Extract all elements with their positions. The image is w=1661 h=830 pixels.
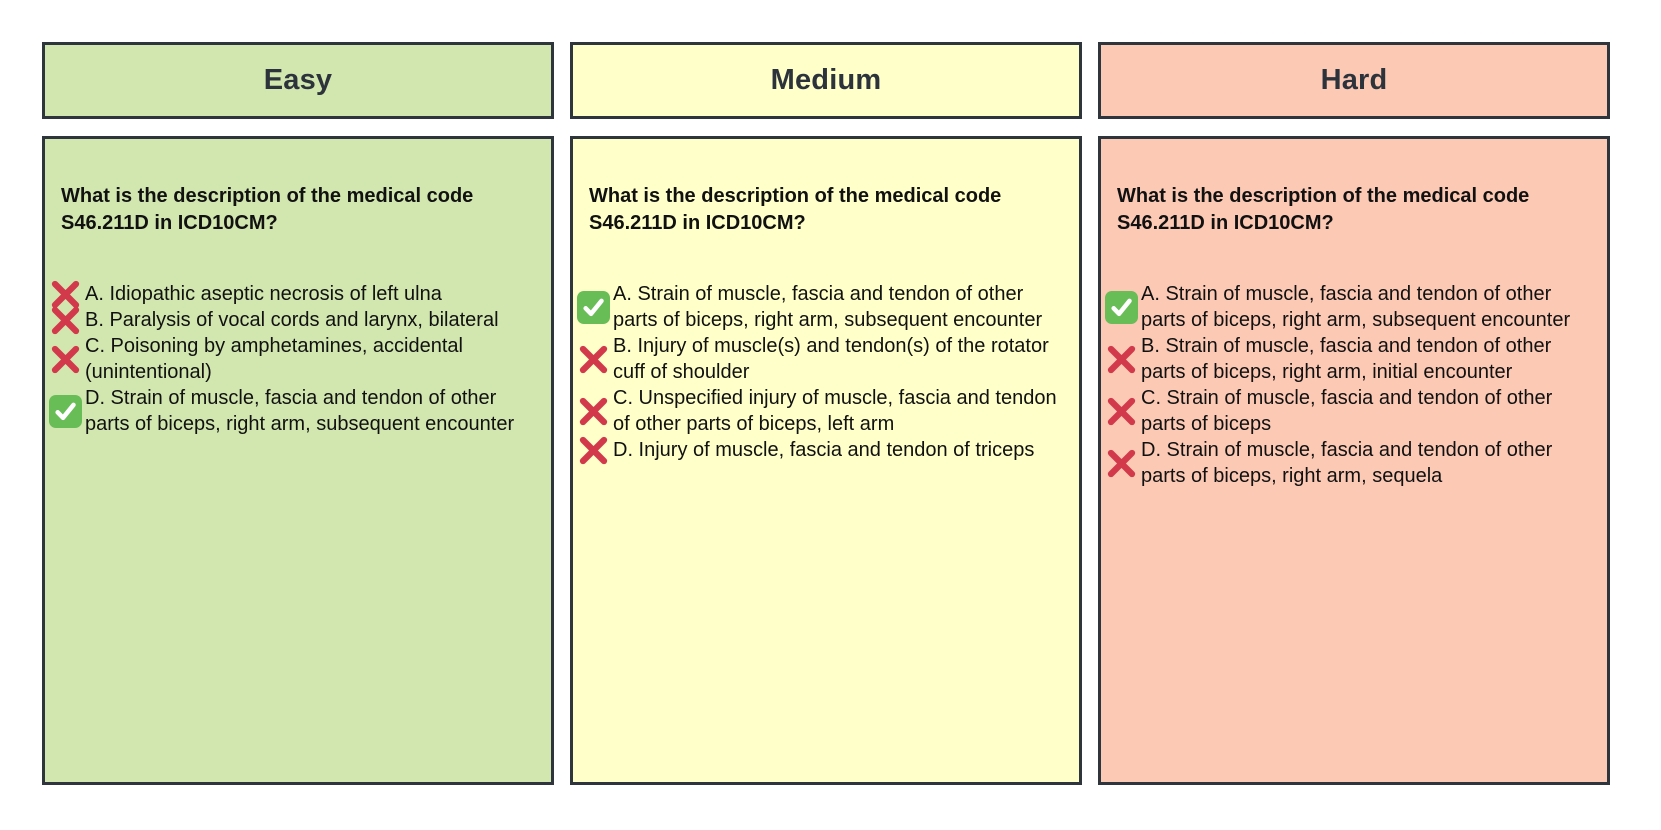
answer-option-text: C. Poisoning by amphetamines, accidental… <box>85 335 463 383</box>
cross-icon <box>1107 449 1135 477</box>
cross-icon <box>51 306 79 334</box>
answer-options: A. Strain of muscle, fascia and tendon o… <box>1101 281 1607 489</box>
answer-mark <box>45 345 85 373</box>
answer-option-text: D. Strain of muscle, fascia and tendon o… <box>1141 439 1553 487</box>
answer-option-text: B. Injury of muscle(s) and tendon(s) of … <box>613 335 1049 383</box>
answer-option-text: B. Paralysis of vocal cords and larynx, … <box>85 309 499 331</box>
cross-icon <box>51 345 79 373</box>
answer-option: D. Strain of muscle, fascia and tendon o… <box>1101 437 1595 489</box>
answer-option: A. Strain of muscle, fascia and tendon o… <box>1101 281 1595 333</box>
answer-options: A. Idiopathic aseptic necrosis of left u… <box>45 280 551 437</box>
answer-mark <box>1101 290 1141 324</box>
answer-option: C. Unspecified injury of muscle, fascia … <box>573 385 1067 437</box>
answer-mark <box>573 397 613 425</box>
answer-option: A. Strain of muscle, fascia and tendon o… <box>573 281 1067 333</box>
answer-mark <box>1101 397 1141 425</box>
check-icon <box>48 394 82 428</box>
header-easy: Easy <box>42 42 554 119</box>
easy-card: What is the description of the medical c… <box>42 136 554 785</box>
answer-option: D. Strain of muscle, fascia and tendon o… <box>45 385 539 437</box>
answer-option-text: D. Strain of muscle, fascia and tendon o… <box>85 387 515 435</box>
cross-icon <box>51 280 79 308</box>
answer-mark <box>573 290 613 324</box>
answer-options: A. Strain of muscle, fascia and tendon o… <box>573 281 1079 464</box>
hard-card: What is the description of the medical c… <box>1098 136 1610 785</box>
answer-option: A. Idiopathic aseptic necrosis of left u… <box>45 280 539 308</box>
answer-option-text: A. Idiopathic aseptic necrosis of left u… <box>85 283 442 305</box>
answer-option: B. Paralysis of vocal cords and larynx, … <box>45 306 539 334</box>
answer-mark <box>45 394 85 428</box>
check-icon <box>1104 290 1138 324</box>
medium-card: What is the description of the medical c… <box>570 136 1082 785</box>
answer-mark <box>573 436 613 464</box>
answer-option: C. Poisoning by amphetamines, accidental… <box>45 333 539 385</box>
answer-option-text: D. Injury of muscle, fascia and tendon o… <box>613 439 1035 461</box>
answer-option: B. Injury of muscle(s) and tendon(s) of … <box>573 333 1067 385</box>
question-text: What is the description of the medical c… <box>1117 185 1530 234</box>
answer-option-text: C. Unspecified injury of muscle, fascia … <box>613 387 1057 435</box>
cross-icon <box>1107 345 1135 373</box>
header-hard-label: Hard <box>1320 64 1388 96</box>
answer-option-text: A. Strain of muscle, fascia and tendon o… <box>1141 283 1571 331</box>
check-icon <box>576 290 610 324</box>
question-text: What is the description of the medical c… <box>61 185 474 234</box>
cross-icon <box>579 397 607 425</box>
answer-mark <box>45 306 85 334</box>
answer-mark <box>1101 449 1141 477</box>
cross-icon <box>579 345 607 373</box>
question-text: What is the description of the medical c… <box>589 185 1002 234</box>
answer-option: C. Strain of muscle, fascia and tendon o… <box>1101 385 1595 437</box>
answer-option-text: B. Strain of muscle, fascia and tendon o… <box>1141 335 1552 383</box>
header-hard: Hard <box>1098 42 1610 119</box>
answer-mark <box>1101 345 1141 373</box>
answer-mark <box>45 280 85 308</box>
cross-icon <box>579 436 607 464</box>
header-medium-label: Medium <box>770 64 882 96</box>
header-easy-label: Easy <box>263 64 333 96</box>
answer-option: B. Strain of muscle, fascia and tendon o… <box>1101 333 1595 385</box>
answer-mark <box>573 345 613 373</box>
cross-icon <box>1107 397 1135 425</box>
answer-option: D. Injury of muscle, fascia and tendon o… <box>573 436 1067 464</box>
answer-option-text: C. Strain of muscle, fascia and tendon o… <box>1141 387 1553 435</box>
answer-option-text: A. Strain of muscle, fascia and tendon o… <box>613 283 1043 331</box>
header-medium: Medium <box>570 42 1082 119</box>
difficulty-comparison-board: Easy Medium Hard What is the description… <box>42 42 1610 785</box>
